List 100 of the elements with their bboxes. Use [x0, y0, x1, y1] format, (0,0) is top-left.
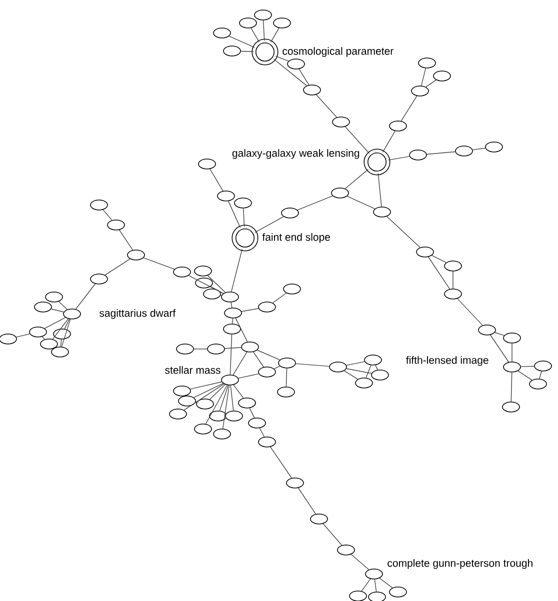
ellipse-node: [195, 278, 213, 288]
connector-line: [42, 336, 46, 340]
ellipse-node: [478, 324, 496, 336]
connector-line: [205, 384, 228, 424]
connector-line: [426, 151, 456, 155]
connector-line: [50, 308, 64, 312]
connector-line: [228, 200, 241, 228]
connector-line: [426, 80, 436, 88]
connector-line: [350, 554, 370, 570]
connector-line: [344, 168, 369, 189]
ellipse-node: [529, 378, 547, 390]
ellipse-node: [241, 342, 259, 352]
node-label: cosmological parameter: [282, 47, 394, 57]
connector-line: [452, 271, 454, 289]
connector-line: [232, 318, 234, 324]
connector-line: [222, 385, 230, 429]
connector-line: [374, 579, 377, 592]
ellipse-node: [332, 116, 350, 128]
ellipse-node: [223, 46, 241, 56]
ellipse-node: [196, 398, 214, 410]
connector-line: [400, 96, 418, 122]
connector-line: [16, 334, 30, 338]
connector-line: [262, 20, 265, 41]
ellipse-node: [329, 362, 347, 372]
ellipse-node: [34, 302, 52, 312]
connector-line: [242, 208, 245, 227]
connector-line: [210, 168, 224, 192]
connector-line: [143, 257, 175, 270]
connector-line: [64, 318, 70, 330]
connector-line: [274, 58, 308, 86]
connector-line: [286, 368, 288, 387]
connector-line: [366, 364, 372, 378]
connector-line: [388, 156, 410, 160]
connector-line: [230, 385, 234, 411]
ellipse-node: [221, 374, 239, 386]
ellipse-node: [258, 436, 276, 448]
connector-line: [494, 332, 504, 336]
ellipse-node: [207, 344, 225, 354]
ellipse-node: [455, 146, 473, 156]
ellipse-node: [248, 418, 266, 428]
ellipse-node: [258, 302, 276, 312]
ellipse-node: [40, 338, 58, 350]
connector-line: [382, 130, 396, 152]
ellipse-node: [173, 266, 191, 278]
double-circle-node: [252, 38, 278, 66]
connector-line: [272, 292, 287, 304]
ellipse-node: [371, 370, 389, 380]
ellipse-node: [373, 206, 391, 218]
ellipse-node: [389, 586, 407, 598]
ellipse-node: [217, 190, 235, 202]
connector-line: [432, 255, 446, 263]
ellipse-node: [534, 360, 552, 372]
ellipse-node: [444, 288, 462, 300]
connector-line: [344, 126, 370, 154]
ellipse-node: [29, 326, 47, 338]
ellipse-node: [502, 402, 520, 412]
connector-line: [420, 68, 426, 86]
ellipse-node: [337, 544, 355, 556]
ellipse-node: [194, 266, 212, 276]
ellipse-node: [286, 478, 304, 488]
connector-line: [241, 308, 259, 312]
ellipse-node: [411, 86, 429, 96]
connector-line: [520, 366, 534, 368]
connector-line: [378, 172, 382, 207]
connector-line: [457, 298, 483, 326]
connector-line: [346, 196, 376, 210]
connector-line: [209, 384, 226, 400]
connector-line: [230, 334, 232, 375]
connector-line: [539, 370, 542, 380]
connector-line: [190, 382, 222, 390]
ellipse-node: [273, 18, 291, 28]
ellipse-node: [213, 428, 231, 440]
ellipse-node: [277, 386, 295, 398]
connector-line: [379, 578, 393, 588]
connector-line: [52, 318, 69, 340]
ellipse-node: [224, 308, 242, 318]
ellipse-node: [176, 344, 194, 354]
connector-line: [233, 384, 244, 398]
connector-line: [259, 428, 265, 438]
ellipse-node: [90, 274, 108, 284]
ellipse-node: [303, 84, 321, 96]
ellipse-node: [503, 332, 521, 344]
node-label: galaxy-galaxy weak lensing: [232, 149, 360, 159]
connector-line: [228, 36, 255, 48]
ellipse-node: [239, 18, 257, 28]
connector-line: [274, 366, 280, 370]
ellipse-node: [433, 70, 451, 82]
connector-line: [253, 352, 264, 368]
connector-line: [275, 56, 289, 62]
ellipse-node: [223, 324, 241, 334]
connector-line: [270, 28, 280, 42]
connector-line: [249, 408, 255, 418]
connector-line: [472, 148, 486, 150]
connector-line: [119, 230, 133, 250]
ellipse-node: [416, 246, 434, 258]
ellipse-node: [444, 260, 462, 272]
ellipse-node: [90, 200, 108, 210]
node-label: complete gunn-peterson trough: [388, 559, 532, 569]
ellipse-node: [45, 292, 63, 302]
connector-line: [250, 28, 260, 42]
